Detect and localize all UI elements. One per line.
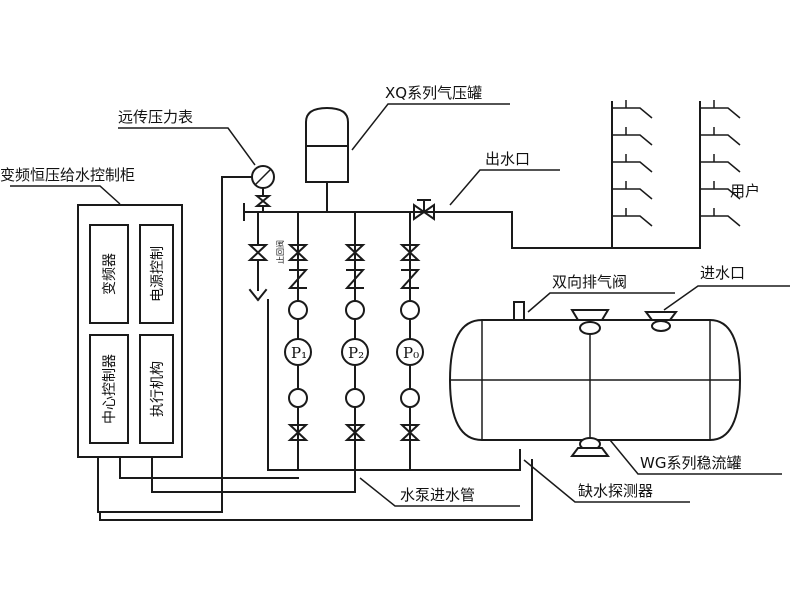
inverter-label: 变频器 (102, 253, 118, 295)
wg-stabilizer-tank (448, 319, 742, 441)
user-taps-right (700, 100, 741, 227)
wire-pump-b (151, 456, 356, 493)
inlet-label: 进水口 (700, 264, 745, 282)
wire-pump-a (119, 456, 299, 479)
two-way-air-valve (513, 301, 610, 335)
gauge-leader (118, 127, 256, 166)
central-controller-label: 中心控制器 (102, 354, 118, 424)
pump-1-label: P₁ (291, 344, 307, 362)
motor-control-module (139, 224, 174, 324)
pump-2: P₂ (341, 211, 369, 471)
pump-0-label: P₀ (403, 344, 419, 362)
control-cabinet-label: 变频恒压给水控制柜 (0, 166, 135, 184)
remote-pressure-gauge (251, 165, 275, 213)
pump-2-label: P₂ (348, 344, 364, 362)
detector-leader (523, 459, 690, 503)
riser-pipe-right (511, 101, 701, 249)
air-valve-leader (527, 292, 675, 313)
xq-tank-label: XQ系列气压罐 (385, 84, 482, 102)
water-inlet (644, 311, 678, 332)
pump-inlet-leader (359, 477, 520, 507)
actuator-label: 执行机构 (150, 361, 166, 417)
inlet-leader (663, 285, 790, 311)
air-valve-label: 双向排气阀 (552, 273, 627, 291)
pump-0: P₀ (396, 211, 424, 471)
pump-inlet-pipe (267, 449, 521, 471)
wg-tank-label: WG系列稳流罐 (640, 454, 741, 472)
pump-1: P₁ (284, 211, 312, 471)
inverter-module (89, 224, 129, 324)
user-taps-left (612, 100, 653, 227)
control-cabinet: 变频器 电源控制 中心控制器 执行机构 (77, 204, 183, 458)
outlet-label: 出水口 (485, 150, 530, 168)
detector-signal-wire (99, 459, 533, 521)
check-valve-note: 止回阀 (275, 240, 285, 264)
wg-detector-label: 缺水探测器 (578, 482, 653, 500)
xq-tank-leader (351, 103, 510, 151)
wg-tank-leader (609, 439, 782, 475)
pump-inlet-pipe-label: 水泵进水管 (400, 486, 475, 504)
cabinet-leader (10, 185, 121, 205)
central-controller-module (89, 334, 129, 444)
xq-pressure-tank (305, 106, 349, 213)
remote-gauge-label: 远传压力表 (118, 108, 193, 126)
outlet-leader (449, 169, 560, 206)
actuator-module (139, 334, 174, 444)
gauge-signal-wire (97, 176, 253, 513)
motor-control-label: 电源控制 (150, 246, 166, 302)
users-label: 用户 (730, 182, 760, 200)
water-shortage-detector (570, 437, 610, 457)
outlet-valve (413, 199, 435, 221)
